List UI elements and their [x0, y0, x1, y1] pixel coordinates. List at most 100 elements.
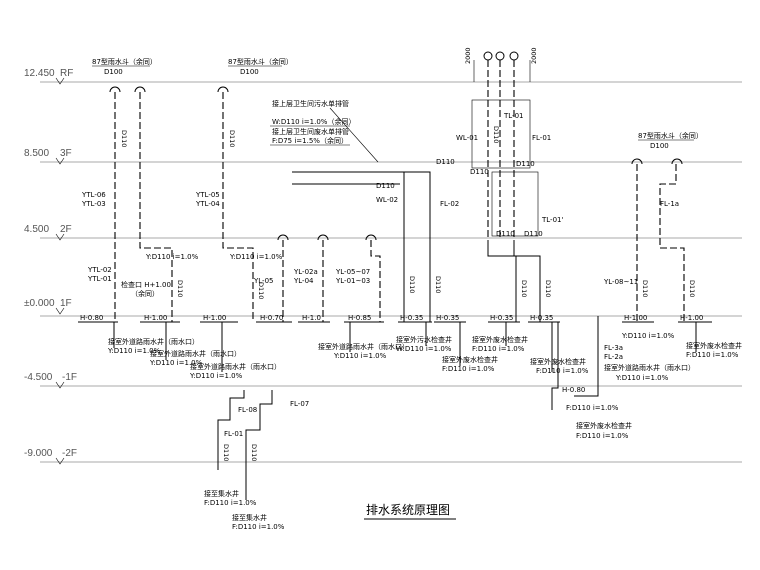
svg-text:W:D110 i=1.0%: W:D110 i=1.0%: [396, 345, 452, 353]
svg-text:接至集水井: 接至集水井: [204, 489, 239, 498]
svg-text:2000: 2000: [464, 47, 472, 64]
svg-text:D100: D100: [240, 68, 259, 76]
svg-text:F:D110 i=1.0%: F:D110 i=1.0%: [204, 499, 257, 507]
level-label-2f: 4.500 2F: [24, 224, 72, 241]
svg-text:-2F: -2F: [62, 448, 77, 459]
level-label-b2: -9.000 -2F: [24, 448, 77, 465]
svg-text:±0.000: ±0.000: [24, 298, 55, 309]
roof-drain-group-right: 87型雨水斗（余同） D100 FL-1a YL-08~11 D110 D110…: [603, 131, 742, 382]
svg-text:YL-08~11: YL-08~11: [603, 278, 638, 286]
svg-text:YL-05: YL-05: [253, 277, 274, 285]
svg-text:Y:D110 i=1.0%: Y:D110 i=1.0%: [615, 374, 669, 382]
svg-text:TL-01': TL-01': [541, 216, 563, 224]
svg-text:D110: D110: [434, 276, 442, 293]
svg-text:D110: D110: [524, 230, 543, 238]
svg-text:接室外废水检查井: 接室外废水检查井: [472, 335, 528, 344]
svg-text:FL-01: FL-01: [224, 430, 243, 438]
svg-text:YL-05~07: YL-05~07: [335, 268, 370, 276]
svg-text:YTL-05: YTL-05: [195, 191, 220, 199]
svg-text:87型雨水斗（余同）: 87型雨水斗（余同）: [228, 57, 293, 66]
svg-text:D110: D110: [120, 130, 128, 147]
svg-text:F:D110 i=1.0%: F:D110 i=1.0%: [566, 404, 619, 412]
basement-b1: H-0.80 F:D110 i=1.0% 接室外废水检查井 F:D110 i=1…: [551, 316, 632, 440]
svg-text:87型雨水斗（余同）: 87型雨水斗（余同）: [638, 131, 703, 140]
svg-text:2000: 2000: [530, 47, 538, 64]
svg-text:Y:D110 i=1.0%: Y:D110 i=1.0%: [189, 372, 243, 380]
svg-text:F:D75 i=1.5%（余同）: F:D75 i=1.5%（余同）: [272, 136, 348, 145]
svg-text:D110: D110: [516, 160, 535, 168]
svg-text:Y:D110 i=1.0%: Y:D110 i=1.0%: [149, 359, 203, 367]
svg-text:Y:D110 i=1.0%: Y:D110 i=1.0%: [621, 332, 675, 340]
svg-text:WL-02: WL-02: [376, 196, 398, 204]
svg-text:RF: RF: [60, 68, 73, 79]
svg-text:FL-02: FL-02: [440, 200, 459, 208]
svg-text:排水系统原理图: 排水系统原理图: [366, 503, 450, 517]
level-lines: [40, 81, 742, 463]
svg-text:3F: 3F: [60, 148, 72, 159]
svg-text:TL-01: TL-01: [503, 112, 524, 120]
roof-drain-group-second: 87型雨水斗（余同） D100 D110 D110 YTL-05 YTL-04 …: [195, 57, 293, 322]
svg-text:-4.500: -4.500: [24, 372, 53, 383]
svg-text:接室外道路雨水井（雨水口）: 接室外道路雨水井（雨水口）: [108, 337, 199, 346]
svg-text:YTL-01: YTL-01: [87, 275, 112, 283]
svg-text:D110: D110: [222, 444, 230, 461]
svg-text:H-1.00: H-1.00: [624, 314, 647, 322]
svg-text:接室外废水检查井: 接室外废水检查井: [442, 355, 498, 364]
svg-text:D110: D110: [641, 280, 649, 297]
svg-text:D110: D110: [496, 230, 515, 238]
svg-text:Y:D110 i=1.0%: Y:D110 i=1.0%: [145, 253, 199, 261]
svg-text:8.500: 8.500: [24, 148, 49, 159]
svg-text:D100: D100: [104, 68, 123, 76]
level-label-3f: 8.500 3F: [24, 148, 72, 165]
svg-text:检查口 H+1.00: 检查口 H+1.00: [121, 280, 171, 289]
svg-text:D110: D110: [376, 182, 395, 190]
svg-text:H-0.35: H-0.35: [490, 314, 513, 322]
svg-text:D110: D110: [250, 444, 258, 461]
svg-text:F:D110 i=1.0%: F:D110 i=1.0%: [686, 351, 739, 359]
svg-text:FL-08: FL-08: [238, 406, 257, 414]
svg-text:D110: D110: [257, 282, 265, 299]
svg-text:H-0.80: H-0.80: [562, 386, 585, 394]
svg-text:Y:D110 i=1.0%: Y:D110 i=1.0%: [107, 347, 161, 355]
svg-text:1F: 1F: [60, 298, 72, 309]
svg-text:F:D110 i=1.0%: F:D110 i=1.0%: [232, 523, 285, 531]
svg-text:YL-01~03: YL-01~03: [335, 277, 370, 285]
svg-text:Y:D110 i=1.0%: Y:D110 i=1.0%: [333, 352, 387, 360]
svg-text:D110: D110: [492, 126, 500, 143]
svg-text:（余同）: （余同）: [131, 289, 159, 298]
svg-text:接室外道路雨水井（雨水口）: 接室外道路雨水井（雨水口）: [604, 363, 695, 372]
svg-text:F:D110 i=1.0%: F:D110 i=1.0%: [442, 365, 495, 373]
svg-text:WL-01: WL-01: [456, 134, 478, 142]
svg-text:YL-02a: YL-02a: [293, 268, 318, 276]
svg-text:接室外道路雨水井（雨水口）: 接室外道路雨水井（雨水口）: [190, 362, 281, 371]
svg-text:FL-07: FL-07: [290, 400, 309, 408]
svg-text:YTL-03: YTL-03: [81, 200, 106, 208]
svg-text:H-0.35: H-0.35: [436, 314, 459, 322]
svg-text:H-1.00: H-1.00: [680, 314, 703, 322]
svg-text:H-1.00: H-1.00: [203, 314, 226, 322]
svg-text:YL-04: YL-04: [293, 277, 314, 285]
svg-text:接室外废水检查井: 接室外废水检查井: [576, 421, 632, 430]
svg-text:YTL-02: YTL-02: [87, 266, 112, 274]
svg-text:H-1.00: H-1.00: [144, 314, 167, 322]
svg-text:F:D110 i=1.0%: F:D110 i=1.0%: [472, 345, 525, 353]
svg-text:接室外道路雨水井（雨水口）: 接室外道路雨水井（雨水口）: [150, 349, 241, 358]
svg-text:H-0.70: H-0.70: [260, 314, 283, 322]
svg-text:FL-3a: FL-3a: [604, 344, 623, 352]
svg-text:D110: D110: [470, 168, 489, 176]
svg-text:Y:D110 i=1.0%: Y:D110 i=1.0%: [229, 253, 283, 261]
svg-text:F:D110 i=1.0%: F:D110 i=1.0%: [576, 432, 629, 440]
svg-text:接上层卫生间废水单排管: 接上层卫生间废水单排管: [272, 127, 349, 136]
svg-text:12.450: 12.450: [24, 68, 55, 79]
svg-text:YTL-06: YTL-06: [81, 191, 106, 199]
svg-text:H-0.35: H-0.35: [530, 314, 553, 322]
svg-text:87型雨水斗（余同）: 87型雨水斗（余同）: [92, 57, 157, 66]
svg-text:H-0.85: H-0.85: [348, 314, 371, 322]
svg-text:D110: D110: [520, 280, 528, 297]
svg-text:H-0.80: H-0.80: [80, 314, 103, 322]
svg-text:D110: D110: [228, 130, 236, 147]
svg-text:D110: D110: [436, 158, 455, 166]
svg-text:2F: 2F: [60, 224, 72, 235]
svg-text:接室外污水检查井: 接室外污水检查井: [396, 335, 452, 344]
level-label-1f: ±0.000 1F: [24, 298, 72, 315]
